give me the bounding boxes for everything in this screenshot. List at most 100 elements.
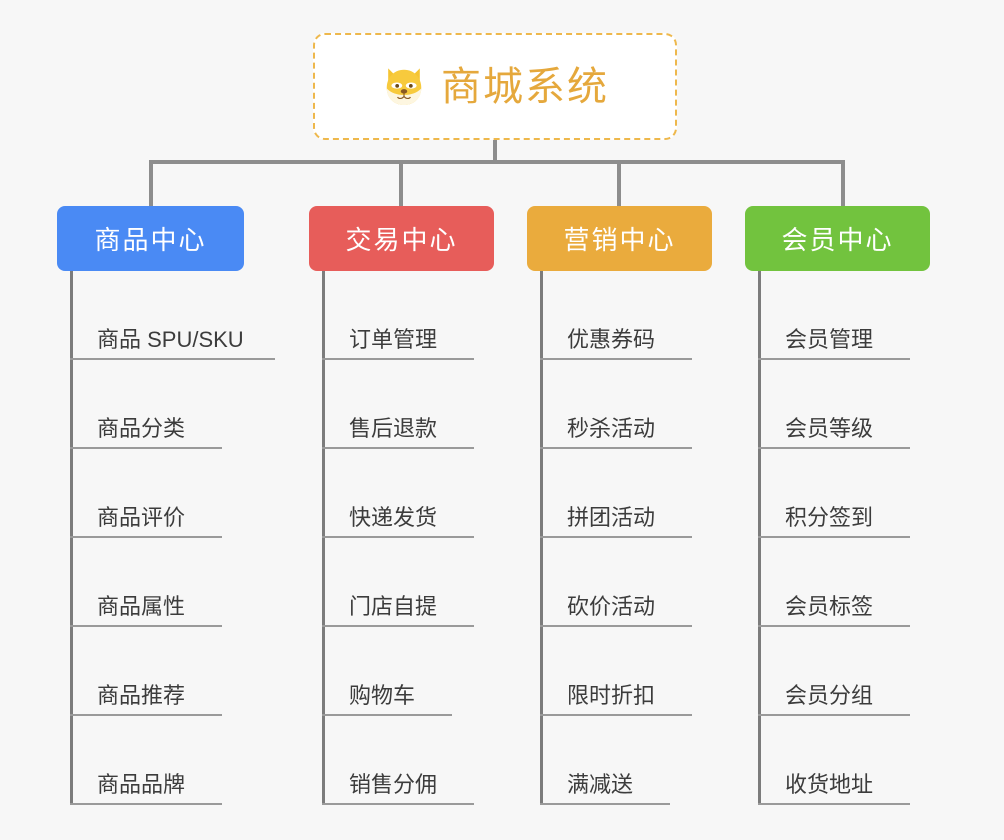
leaf-underline [322, 625, 474, 627]
leaf-underline [540, 625, 692, 627]
leaf-underline [70, 625, 222, 627]
leaf-label: 商品分类 [97, 415, 186, 441]
branch-spine-2 [322, 271, 325, 805]
leaf-item[interactable]: 满减送 [527, 716, 712, 805]
connector-root-stem [493, 140, 497, 162]
branch-column-2: 交易中心 订单管理 售后退款 快递发货 门店自提 购物车 [309, 206, 494, 805]
leaf-item[interactable]: 拼团活动 [527, 449, 712, 538]
leaf-label: 优惠券码 [567, 326, 656, 352]
branch-body-1: 商品 SPU/SKU 商品分类 商品评价 商品属性 商品推荐 商品品牌 [57, 271, 275, 805]
branch-header-label-3: 营销中心 [563, 225, 676, 255]
leaf-item[interactable]: 快递发货 [309, 449, 494, 538]
root-title: 商城系统 [441, 64, 609, 109]
connector-drop-3 [617, 160, 621, 210]
leaf-label: 满减送 [567, 771, 634, 797]
leaf-label: 商品推荐 [97, 682, 186, 708]
leaf-label: 会员标签 [785, 593, 874, 619]
branch-header-label-1: 商品中心 [94, 225, 207, 255]
leaf-label: 限时折扣 [567, 682, 656, 708]
leaf-underline [70, 536, 222, 538]
dog-face-icon [386, 67, 422, 105]
connector-drop-4 [841, 160, 845, 210]
leaf-item[interactable]: 销售分佣 [309, 716, 494, 805]
leaf-label: 商品评价 [97, 504, 186, 530]
leaf-label: 会员等级 [785, 415, 874, 441]
leaf-item[interactable]: 会员等级 [745, 360, 930, 449]
leaf-underline [70, 803, 222, 805]
connector-horizontal-bus [149, 160, 845, 164]
leaf-underline [322, 714, 452, 716]
leaf-item[interactable]: 门店自提 [309, 538, 494, 627]
leaf-label: 商品属性 [97, 593, 186, 619]
leaf-label: 售后退款 [349, 415, 438, 441]
leaf-label: 会员管理 [785, 326, 874, 352]
leaf-item[interactable]: 收货地址 [745, 716, 930, 805]
branch-body-4: 会员管理 会员等级 积分签到 会员标签 会员分组 收货地址 [745, 271, 930, 805]
leaf-label: 快递发货 [349, 504, 438, 530]
leaf-label: 购物车 [349, 682, 416, 708]
leaf-item[interactable]: 商品推荐 [57, 627, 244, 716]
branch-header-2[interactable]: 交易中心 [309, 206, 494, 271]
leaf-item[interactable]: 会员管理 [745, 271, 930, 360]
leaf-underline [540, 358, 692, 360]
leaf-underline [758, 536, 910, 538]
leaf-underline [540, 447, 692, 449]
branch-spine-4 [758, 271, 761, 805]
leaf-underline [70, 714, 222, 716]
leaf-item[interactable]: 会员分组 [745, 627, 930, 716]
branch-spine-3 [540, 271, 543, 805]
leaf-item[interactable]: 商品属性 [57, 538, 244, 627]
branch-column-1: 商品中心 商品 SPU/SKU 商品分类 商品评价 商品属性 商品推荐 [57, 206, 275, 805]
leaf-item[interactable]: 砍价活动 [527, 538, 712, 627]
leaf-underline [758, 625, 910, 627]
connector-drop-2 [399, 160, 403, 210]
leaf-item[interactable]: 秒杀活动 [527, 360, 712, 449]
leaf-label: 订单管理 [349, 326, 438, 352]
branch-header-3[interactable]: 营销中心 [527, 206, 712, 271]
leaf-item[interactable]: 商品品牌 [57, 716, 244, 805]
leaf-item[interactable]: 限时折扣 [527, 627, 712, 716]
branch-column-3: 营销中心 优惠券码 秒杀活动 拼团活动 砍价活动 限时折扣 [527, 206, 712, 805]
leaf-label: 收货地址 [785, 771, 874, 797]
leaf-label: 门店自提 [349, 593, 438, 619]
root-node[interactable]: 商城系统 [313, 33, 677, 140]
leaf-underline [70, 358, 275, 360]
branch-body-2: 订单管理 售后退款 快递发货 门店自提 购物车 销售分佣 [309, 271, 494, 805]
leaf-label: 商品品牌 [97, 771, 186, 797]
branch-header-1[interactable]: 商品中心 [57, 206, 244, 271]
leaf-item[interactable]: 订单管理 [309, 271, 494, 360]
leaf-item[interactable]: 售后退款 [309, 360, 494, 449]
branch-header-label-4: 会员中心 [781, 225, 894, 255]
leaf-label: 砍价活动 [567, 593, 656, 619]
leaf-item[interactable]: 积分签到 [745, 449, 930, 538]
branch-header-4[interactable]: 会员中心 [745, 206, 930, 271]
leaf-underline [322, 803, 474, 805]
leaf-underline [758, 358, 910, 360]
leaf-underline [70, 447, 222, 449]
leaf-label: 销售分佣 [349, 771, 438, 797]
branch-header-label-2: 交易中心 [345, 225, 458, 255]
leaf-underline [540, 714, 692, 716]
leaf-underline [758, 803, 910, 805]
leaf-underline [322, 358, 474, 360]
branch-spine-1 [70, 271, 73, 805]
leaf-underline [758, 714, 910, 716]
branch-column-4: 会员中心 会员管理 会员等级 积分签到 会员标签 会员分组 [745, 206, 930, 805]
leaf-item[interactable]: 商品评价 [57, 449, 244, 538]
leaf-underline [540, 803, 670, 805]
leaf-item[interactable]: 会员标签 [745, 538, 930, 627]
leaf-label: 会员分组 [785, 682, 874, 708]
leaf-label: 秒杀活动 [567, 415, 656, 441]
leaf-item[interactable]: 商品 SPU/SKU [57, 271, 275, 360]
connector-drop-1 [149, 160, 153, 210]
leaf-underline [540, 536, 692, 538]
leaf-item[interactable]: 购物车 [309, 627, 494, 716]
leaf-underline [322, 536, 474, 538]
leaf-underline [758, 447, 910, 449]
leaf-label: 拼团活动 [567, 504, 656, 530]
leaf-item[interactable]: 商品分类 [57, 360, 244, 449]
leaf-underline [322, 447, 474, 449]
leaf-item[interactable]: 优惠券码 [527, 271, 712, 360]
branch-body-3: 优惠券码 秒杀活动 拼团活动 砍价活动 限时折扣 满减送 [527, 271, 712, 805]
